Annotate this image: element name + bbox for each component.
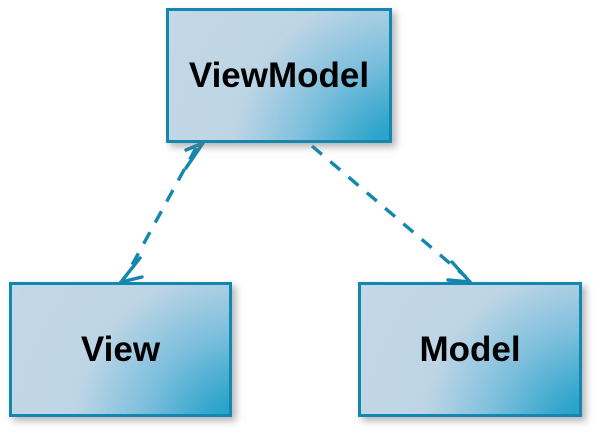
node-view-label: View (80, 330, 161, 369)
node-view[interactable]: View (9, 282, 232, 417)
connector-viewmodel-model-line (310, 144, 468, 279)
node-viewmodel-label: ViewModel (188, 56, 370, 95)
connector-viewmodel-model[interactable] (310, 144, 472, 284)
arrowhead-to-model (446, 260, 472, 284)
connector-viewmodel-view[interactable] (119, 141, 205, 284)
arrowhead-to-viewmodel (184, 141, 205, 170)
node-model[interactable]: Model (358, 282, 582, 417)
arrowhead-to-view (119, 256, 144, 284)
connector-viewmodel-view-line (124, 147, 198, 277)
node-model-label: Model (419, 330, 521, 369)
node-viewmodel[interactable]: ViewModel (166, 8, 392, 143)
